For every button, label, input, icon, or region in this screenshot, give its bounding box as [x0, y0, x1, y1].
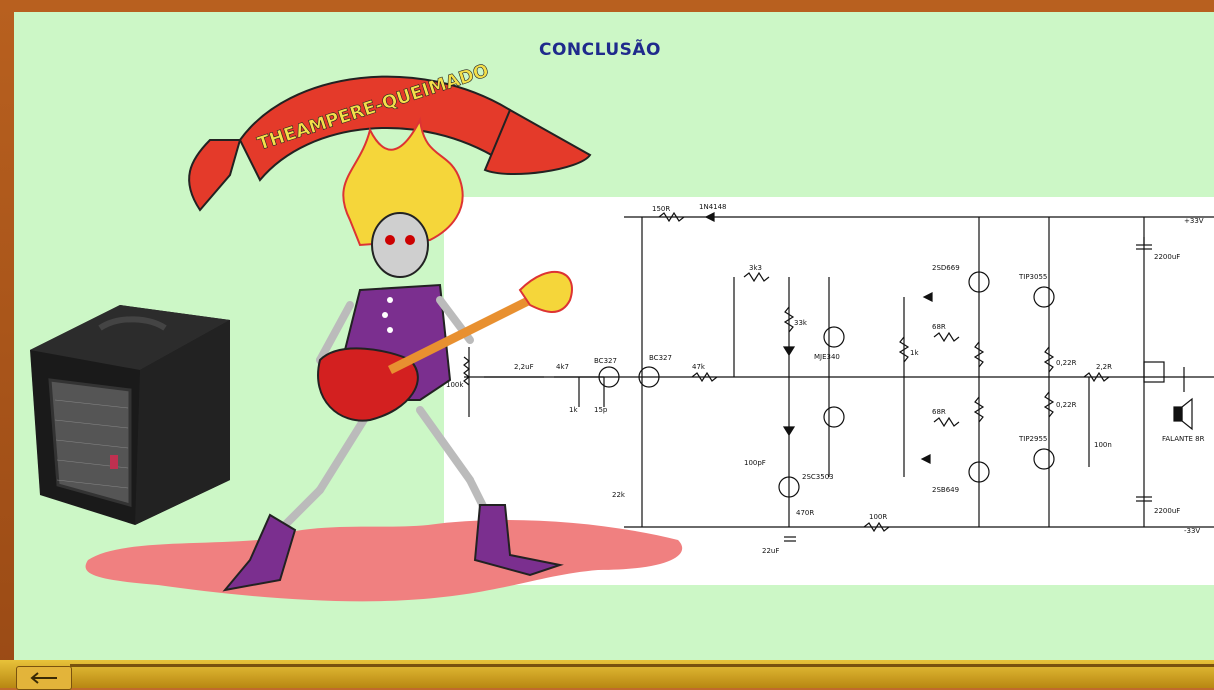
bottom-bar-line — [70, 664, 1214, 667]
label-r-100: 100R — [869, 513, 887, 521]
label-vminus: -33V — [1184, 527, 1200, 535]
label-q2: BC327 — [649, 354, 672, 362]
label-r1: 4k7 — [556, 363, 569, 371]
label-c-big-bot: 2200uF — [1154, 507, 1180, 515]
label-r-out: 2,2R — [1096, 363, 1112, 371]
label-c-100p: 100pF — [744, 459, 766, 467]
label-driver-bot: 2SB649 — [932, 486, 959, 494]
label-r-1k: 1k — [910, 349, 919, 357]
label-c-22u: 22uF — [762, 547, 779, 555]
amplifier-schematic: 100k 2,2uF 4k7 1k 15p BC327 BC327 150R 1… — [444, 197, 1214, 585]
label-q-vbe: MJE340 — [814, 353, 840, 361]
label-driver-top: 2SD669 — [932, 264, 960, 272]
label-r-022-a: 0,22R — [1056, 359, 1077, 367]
label-r2: 1k — [569, 406, 578, 414]
label-speaker: FALANTE 8R — [1162, 435, 1205, 443]
label-c-in: 2,2uF — [514, 363, 534, 371]
label-r-68b: 68R — [932, 408, 946, 416]
rock-skeleton-character: THEAMPERE-QUEIMADO — [90, 60, 610, 604]
label-c-big-top: 2200uF — [1154, 253, 1180, 261]
back-button[interactable] — [16, 666, 72, 690]
label-vplus: +33V — [1184, 217, 1204, 225]
label-r3: 15p — [594, 406, 608, 414]
back-arrow-icon — [30, 672, 57, 684]
label-c-out: 100n — [1094, 441, 1112, 449]
label-r-top: 150R — [652, 205, 670, 213]
label-r-68: 68R — [932, 323, 946, 331]
label-d-top: 1N4148 — [699, 203, 727, 211]
guitar-amplifier-image — [30, 280, 235, 534]
schematic-drawing: 100k 2,2uF 4k7 1k 15p BC327 BC327 150R 1… — [446, 203, 1214, 555]
label-out-bot: TIP2955 — [1018, 435, 1047, 443]
label-r-3k3: 3k3 — [749, 264, 762, 272]
label-r-47k: 47k — [692, 363, 706, 371]
label-r-22k: 22k — [612, 491, 626, 499]
label-r-33k: 33k — [794, 319, 808, 327]
label-out-top: TIP3055 — [1018, 273, 1047, 281]
label-r-022-b: 0,22R — [1056, 401, 1077, 409]
label-q-vas: 2SC3503 — [802, 473, 834, 481]
slide-title: CONCLUSÃO — [538, 40, 661, 60]
label-q1: BC327 — [594, 357, 617, 365]
label-in-pot: 100k — [446, 381, 464, 389]
label-r-470: 470R — [796, 509, 814, 517]
